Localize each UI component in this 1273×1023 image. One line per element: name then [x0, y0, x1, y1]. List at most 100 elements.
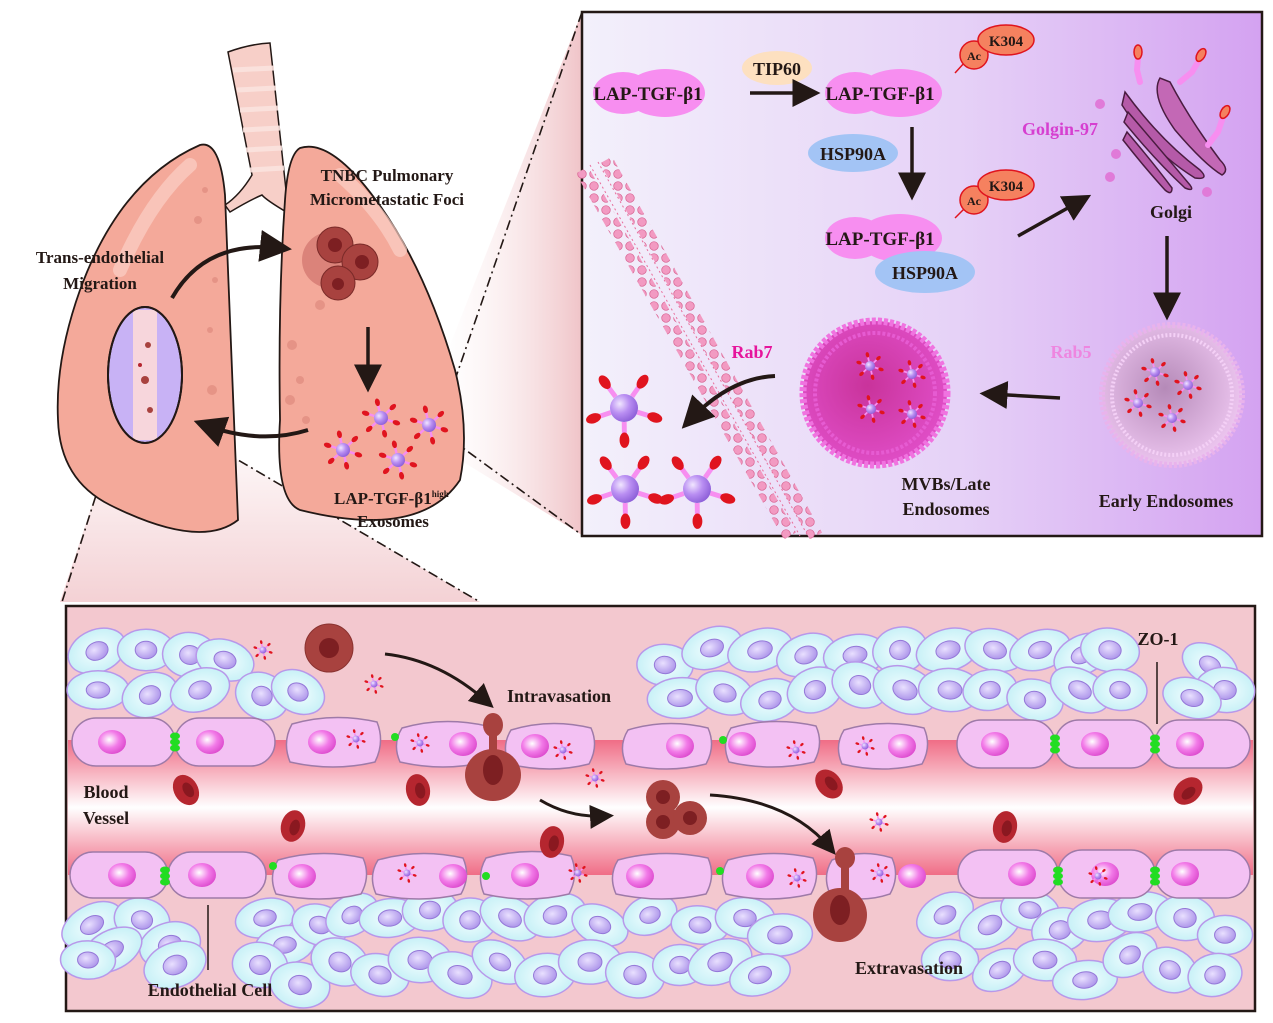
acetyl-group [959, 40, 989, 70]
exosome [378, 440, 418, 480]
red-blood-cell [815, 769, 843, 799]
vessel-panel: Intravasation Extravasation Blood Vessel… [59, 604, 1257, 1013]
stromal-cell [1079, 627, 1141, 673]
exosome [553, 740, 573, 760]
endothelial-nucleus [1176, 732, 1204, 756]
stromal-cell [1051, 959, 1119, 1001]
intravasating-tumor-cell [465, 713, 521, 801]
k304-label: K304 [989, 34, 1024, 50]
stromal-cell [59, 940, 117, 980]
endothelial-cell [611, 852, 713, 900]
stromal-cell [920, 938, 980, 982]
acetyl-label: Ac [967, 194, 982, 208]
exosome [410, 733, 430, 753]
red-blood-cell [172, 774, 200, 806]
exosome [1088, 866, 1108, 886]
stromal-cell [169, 667, 231, 713]
exosome [787, 868, 807, 888]
arrow-extravasation [709, 793, 836, 855]
endothelial-nucleus [981, 732, 1009, 756]
vessel-inset [107, 306, 183, 444]
tight-junction-zo1 [170, 732, 180, 752]
exosome [1174, 371, 1202, 399]
endothelial-nucleus [511, 863, 539, 887]
endothelial-nucleus [626, 864, 654, 888]
endothelial-nucleus [1008, 862, 1036, 886]
late-endosome-cargo [856, 352, 926, 428]
endothelial-nucleus [898, 864, 926, 888]
endothelial-nucleus [439, 864, 467, 888]
exosome-label-superscript: high [432, 489, 449, 499]
endothelial-cell [71, 717, 176, 767]
endothelial-cell [167, 851, 267, 899]
stromal-cells-bottom [59, 888, 1254, 1009]
exosome [397, 863, 417, 883]
endothelial-cell [1057, 849, 1156, 899]
tip60-label: TIP60 [753, 59, 801, 79]
extravasation-label: Extravasation [855, 958, 963, 978]
blood-vessel-label-line1: Blood [83, 782, 128, 802]
released-exosomes [586, 374, 736, 529]
vessel-exosomes [253, 640, 1108, 888]
early-endosome [1099, 322, 1245, 468]
early-endosome-cargo [1124, 358, 1202, 432]
endothelial-cell [837, 722, 929, 770]
stromal-cell [1187, 952, 1243, 998]
late-endosome-label-line1: MVBs/Late [902, 474, 991, 494]
endothelial-nucleus [449, 732, 477, 756]
stromal-cell [622, 893, 678, 937]
endothelial-nucleus [521, 734, 549, 758]
endothelial-layer-top [71, 716, 1251, 770]
tight-junction-zo1 [1150, 734, 1160, 754]
tumor-foci [302, 226, 379, 301]
tight-junction-zo1 [391, 733, 399, 741]
arrow-to-foci [170, 229, 292, 299]
tight-junction-zo1 [1050, 734, 1060, 754]
exosome [1141, 358, 1169, 386]
exosome [1124, 389, 1152, 417]
exosome [786, 740, 806, 760]
arrow-to-golgi [1017, 194, 1092, 238]
arrow-intravasation [384, 652, 494, 708]
red-blood-cell [280, 810, 306, 842]
foci-label-line1: TNBC Pulmonary [321, 166, 454, 185]
exosome [568, 863, 588, 883]
endothelial-nucleus [746, 864, 774, 888]
endothelial-layer-bottom [69, 849, 1251, 900]
lung-exosomes [323, 398, 449, 480]
tight-junction-zo1 [1053, 866, 1063, 886]
endothelial-cell [1154, 849, 1251, 899]
endothelial-cell-label: Endothelial Cell [148, 980, 273, 1000]
stromal-cell [729, 953, 791, 997]
endothelial-cell [721, 852, 818, 900]
exosome [323, 430, 363, 470]
endothelial-cell [271, 852, 368, 900]
stromal-cell [1142, 946, 1198, 994]
stromal-cell [269, 961, 331, 1009]
tumor-cluster [646, 780, 707, 839]
exosome [253, 640, 273, 660]
acetyl-group [959, 185, 989, 215]
hsp90a-label-1: HSP90A [820, 144, 886, 164]
red-blood-cell [539, 826, 565, 858]
exosome [856, 352, 884, 380]
exosome [585, 768, 605, 788]
zoom-line [451, 439, 583, 536]
hsp90a-label-2: HSP90A [892, 263, 958, 283]
stromal-cell [1092, 668, 1148, 712]
exosome [898, 360, 926, 388]
red-blood-cell [992, 811, 1018, 843]
late-endosome-mvb [799, 317, 951, 469]
tight-junction-zo1 [269, 862, 277, 870]
exosome [586, 374, 663, 448]
stromal-cell [916, 891, 974, 939]
plasma-membrane [575, 156, 823, 540]
exosome [409, 405, 449, 445]
stromal-cell [872, 664, 938, 716]
extravasating-tumor-cell [813, 847, 867, 942]
endothelial-nucleus [188, 863, 216, 887]
exosome-label-line2: Exosomes [357, 512, 429, 531]
stromal-cell [270, 668, 326, 716]
lung-illustration: TNBC Pulmonary Micrometastatic Foci Tran… [36, 11, 583, 603]
